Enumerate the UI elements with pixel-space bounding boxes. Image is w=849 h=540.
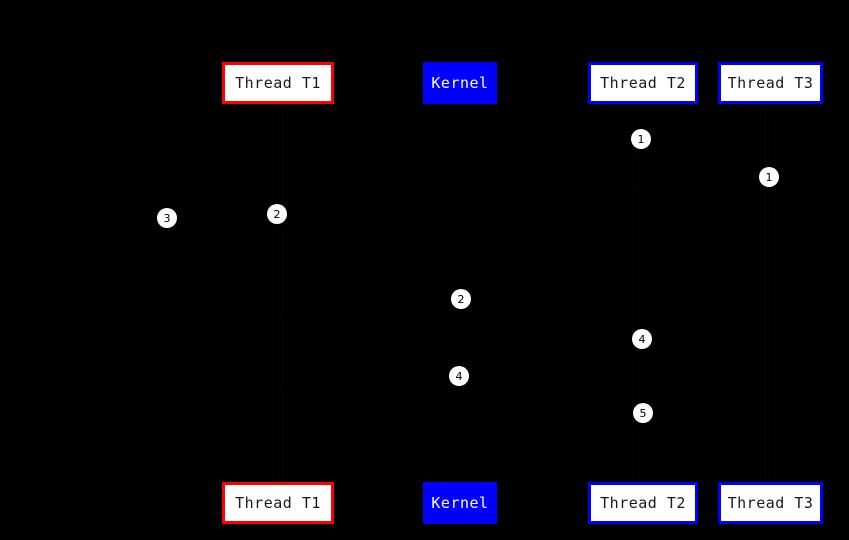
message-arrowhead	[180, 224, 187, 232]
message-line	[278, 389, 460, 390]
participant-label: Thread T1	[235, 493, 321, 512]
participant-box-t1[interactable]: Thread T1	[222, 62, 334, 104]
participant-box-t3[interactable]: Thread T3	[718, 482, 823, 524]
step-marker: 3	[157, 208, 177, 228]
message-arrowhead	[460, 148, 467, 156]
participant-label: Thread T3	[727, 493, 814, 512]
message-line	[460, 426, 643, 427]
participant-box-t3[interactable]: Thread T3	[718, 62, 823, 104]
step-marker: 4	[449, 366, 469, 386]
participant-box-t1[interactable]: Thread T1	[222, 482, 334, 524]
participant-label: Thread T2	[600, 73, 686, 92]
message-arrowhead	[453, 308, 460, 316]
participant-label: Kernel	[431, 73, 489, 92]
participant-box-kernel[interactable]: Kernel	[423, 482, 497, 524]
participant-label: Thread T3	[727, 73, 814, 92]
activation-bar-t3	[765, 104, 775, 482]
step-marker: 1	[631, 129, 651, 149]
activation-bar-t1	[273, 104, 283, 482]
step-marker: 1	[759, 167, 779, 187]
message-arrowhead	[460, 186, 467, 194]
participant-box-t2[interactable]: Thread T2	[588, 62, 698, 104]
participant-label: Thread T1	[235, 73, 321, 92]
message-arrowhead	[278, 223, 285, 231]
participant-box-t2[interactable]: Thread T2	[588, 482, 698, 524]
message-line	[460, 190, 770, 191]
step-marker: 2	[267, 204, 287, 224]
participant-label: Thread T2	[600, 493, 686, 512]
message-line	[278, 227, 460, 228]
message-line	[460, 352, 643, 353]
participant-label: Kernel	[431, 493, 489, 512]
message-arrowhead	[636, 348, 643, 356]
participant-box-kernel[interactable]: Kernel	[423, 62, 497, 104]
message-line	[278, 312, 460, 313]
message-arrowhead	[453, 385, 460, 393]
message-line	[460, 152, 643, 153]
message-line	[180, 228, 278, 229]
message-arrowhead	[636, 422, 643, 430]
step-marker: 5	[633, 403, 653, 423]
activation-bar-t2	[638, 104, 648, 482]
step-marker: 4	[632, 329, 652, 349]
step-marker: 2	[451, 289, 471, 309]
